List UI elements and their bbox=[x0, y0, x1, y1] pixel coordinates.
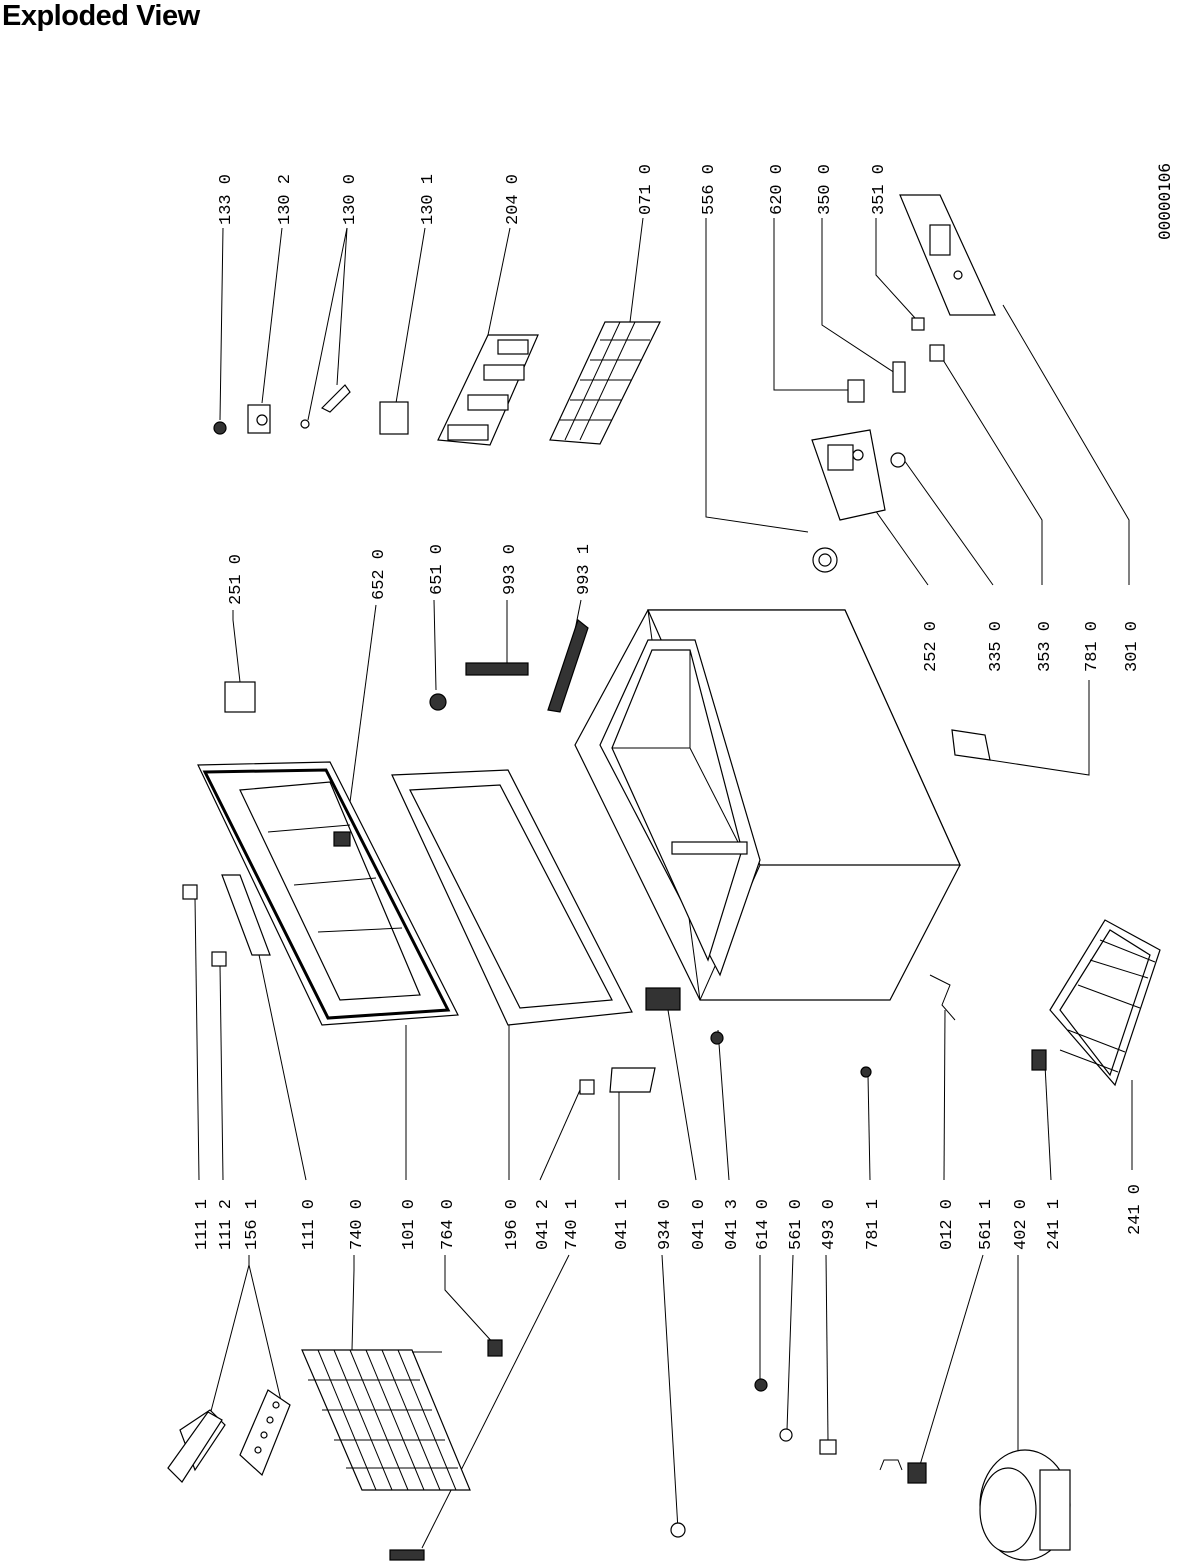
label-111-2: 111 2 bbox=[217, 1199, 236, 1250]
label-204-0: 204 0 bbox=[504, 174, 523, 225]
label-041-2: 041 2 bbox=[534, 1199, 553, 1250]
condenser-coil bbox=[301, 1349, 471, 1491]
label-781-0: 781 0 bbox=[1083, 621, 1102, 672]
label-130-1: 130 1 bbox=[419, 174, 438, 225]
label-111-1: 111 1 bbox=[193, 1199, 212, 1250]
label-133-0: 133 0 bbox=[217, 174, 236, 225]
leader-lines bbox=[194, 217, 1133, 1549]
page-title: Exploded View bbox=[2, 0, 200, 32]
label-764-0: 764 0 bbox=[439, 1199, 458, 1250]
thermostat-housing bbox=[811, 429, 886, 521]
label-301-0: 301 0 bbox=[1123, 621, 1142, 672]
drawing-reference-number: 00000106 bbox=[1155, 163, 1174, 240]
label-652-0: 652 0 bbox=[370, 549, 389, 600]
ice-tray bbox=[167, 1389, 291, 1483]
label-493-0: 493 0 bbox=[820, 1199, 839, 1250]
label-620-0: 620 0 bbox=[768, 164, 787, 215]
label-041-3: 041 3 bbox=[723, 1199, 742, 1250]
compressor bbox=[979, 1449, 1071, 1561]
shelf-panel bbox=[437, 334, 539, 446]
label-101-0: 101 0 bbox=[400, 1199, 419, 1250]
label-651-0: 651 0 bbox=[428, 544, 447, 595]
label-561-1: 561 1 bbox=[977, 1199, 996, 1250]
label-041-0: 041 0 bbox=[690, 1199, 709, 1250]
label-614-0: 614 0 bbox=[754, 1199, 773, 1250]
label-353-0: 353 0 bbox=[1036, 621, 1055, 672]
label-241-1: 241 1 bbox=[1045, 1199, 1064, 1250]
top-callout-labels: 133 0 130 2 130 0 130 1 204 0 071 0 556 … bbox=[217, 164, 1142, 672]
label-561-0: 561 0 bbox=[787, 1199, 806, 1250]
label-252-0: 252 0 bbox=[922, 621, 941, 672]
label-993-1: 993 1 bbox=[575, 544, 594, 595]
control-panel bbox=[899, 194, 996, 316]
label-196-0: 196 0 bbox=[503, 1199, 522, 1250]
label-740-1: 740 1 bbox=[563, 1199, 582, 1250]
label-335-0: 335 0 bbox=[987, 621, 1006, 672]
label-156-1: 156 1 bbox=[243, 1199, 262, 1250]
gasket-frame bbox=[391, 769, 633, 1026]
label-041-1: 041 1 bbox=[613, 1199, 632, 1250]
label-071-0: 071 0 bbox=[637, 164, 656, 215]
label-781-1: 781 1 bbox=[864, 1199, 883, 1250]
label-130-2: 130 2 bbox=[276, 174, 295, 225]
wire-basket bbox=[1049, 919, 1161, 1087]
label-934-0: 934 0 bbox=[656, 1199, 675, 1250]
label-556-0: 556 0 bbox=[700, 164, 719, 215]
lid-assembly bbox=[197, 761, 459, 1026]
label-111-0: 111 0 bbox=[300, 1199, 319, 1250]
label-251-0: 251 0 bbox=[227, 554, 246, 605]
label-130-0: 130 0 bbox=[341, 174, 360, 225]
label-351-0: 351 0 bbox=[870, 164, 889, 215]
label-241-0: 241 0 bbox=[1126, 1184, 1145, 1235]
label-402-0: 402 0 bbox=[1012, 1199, 1031, 1250]
grid-panel bbox=[549, 321, 661, 445]
small-parts bbox=[182, 317, 1047, 1561]
label-740-0: 740 0 bbox=[348, 1199, 367, 1250]
label-012-0: 012 0 bbox=[938, 1199, 957, 1250]
bottom-callout-labels: 111 1 111 2 156 1 111 0 740 0 101 0 764 … bbox=[193, 1184, 1145, 1250]
cabinet-body bbox=[574, 609, 961, 1001]
label-350-0: 350 0 bbox=[816, 164, 835, 215]
label-993-0: 993 0 bbox=[501, 544, 520, 595]
